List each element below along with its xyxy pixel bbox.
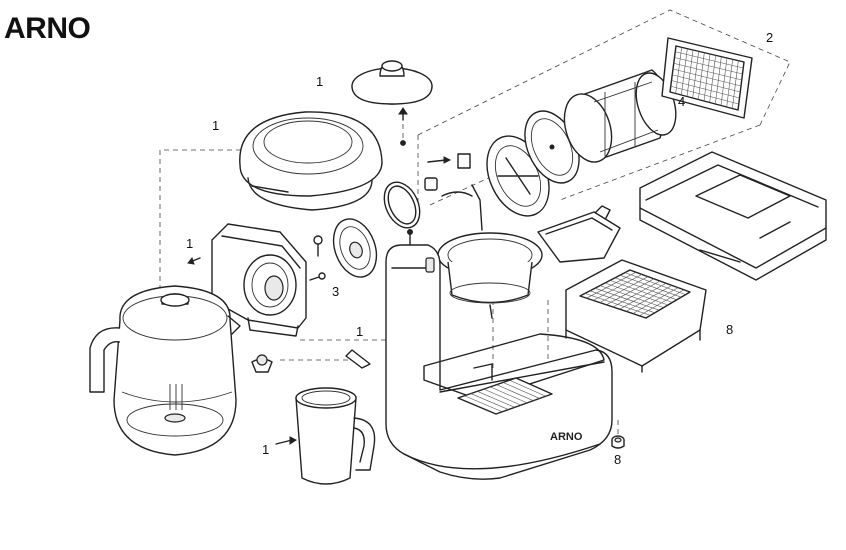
water-tank-part	[563, 69, 677, 163]
callout-lid-knob: 1	[316, 74, 324, 89]
small-tray-part	[537, 205, 621, 263]
funnel-part	[437, 232, 543, 319]
flat-panel-part	[639, 151, 827, 281]
valve-parts	[407, 153, 483, 246]
shower-plate-part	[332, 218, 378, 278]
machine-brand-label: ARNO	[550, 431, 583, 443]
callout-measuring-cup: 1	[262, 442, 270, 457]
callout-top-cover: 1	[212, 118, 220, 133]
callout-filter-grid: 2	[766, 30, 774, 45]
carafe-part	[89, 285, 241, 456]
lid-knob-part	[351, 60, 433, 146]
callout-valve-clip: 1	[356, 324, 364, 339]
callout-shower-plate: 3	[332, 284, 340, 299]
measuring-cup-part	[275, 387, 376, 485]
foot-part	[611, 435, 625, 449]
seal-ring-part	[383, 181, 421, 229]
callout-water-tank: 4	[678, 94, 686, 109]
screws-part	[187, 235, 326, 281]
drip-valve-part	[251, 349, 371, 373]
callout-foot: 8	[614, 452, 622, 467]
machine-base-part: ARNO	[385, 244, 613, 480]
callout-side-screw: 1	[186, 236, 194, 251]
wire-basket-part	[565, 259, 707, 373]
top-cover-part	[239, 111, 383, 211]
brand-logo: ARNO	[4, 12, 91, 45]
callout-basket-tray: 8	[726, 322, 734, 337]
filter-grid-part	[661, 37, 753, 119]
